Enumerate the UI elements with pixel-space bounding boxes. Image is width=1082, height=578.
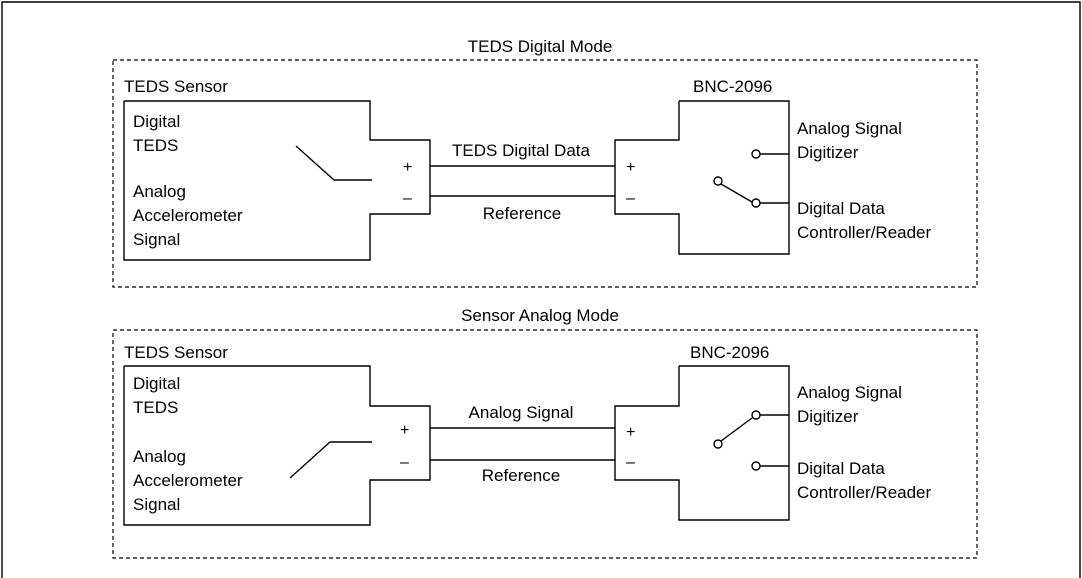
device-switch	[713, 410, 789, 471]
device-plus-sign: +	[626, 159, 635, 176]
wire-reference-label: Reference	[482, 466, 560, 485]
device-block	[614, 365, 790, 521]
wire-signal-label: TEDS Digital Data	[452, 141, 590, 160]
output-digital-label: Digital Data Controller/Reader	[797, 199, 932, 242]
device-title: BNC-2096	[690, 343, 769, 362]
panel-title: TEDS Digital Mode	[468, 37, 613, 56]
sensor-switch	[295, 145, 372, 181]
output-digital-label: Digital Data Controller/Reader	[797, 459, 932, 502]
sensor-title: TEDS Sensor	[124, 77, 228, 96]
device-minus-sign: –	[626, 190, 635, 207]
sensor-block	[123, 100, 431, 261]
sensor-analog-label: Analog Accelerometer Signal	[133, 182, 247, 249]
sensor-analog-label: Analog Accelerometer Signal	[133, 447, 247, 514]
sensor-switch	[289, 441, 372, 479]
device-plus-sign: +	[626, 424, 635, 441]
panel-dashed-border	[112, 329, 978, 559]
sensor-plus-sign: +	[400, 422, 409, 439]
panel-dashed-border	[112, 59, 978, 288]
wire-signal-label: Analog Signal	[469, 403, 574, 422]
sensor-minus-sign: –	[400, 454, 409, 471]
sensor-plus-sign: +	[403, 159, 412, 176]
panel-title: Sensor Analog Mode	[461, 306, 619, 325]
sensor-minus-sign: –	[403, 190, 412, 207]
sensor-digital-label: Digital TEDS	[133, 374, 185, 417]
output-analog-label: Analog Signal Digitizer	[797, 119, 907, 162]
panel-sensor-analog-mode: Sensor Analog Mode TEDS Sensor Digital T…	[112, 306, 978, 559]
device-block	[614, 100, 790, 255]
panel-teds-digital-mode: TEDS Digital Mode TEDS Sensor Digital TE…	[112, 37, 978, 288]
device-switch	[713, 149, 789, 208]
wire-reference-label: Reference	[483, 204, 561, 223]
sensor-title: TEDS Sensor	[124, 343, 228, 362]
device-title: BNC-2096	[693, 77, 772, 96]
sensor-digital-label: Digital TEDS	[133, 112, 185, 155]
output-analog-label: Analog Signal Digitizer	[797, 383, 907, 426]
sensor-block	[123, 365, 431, 526]
device-minus-sign: –	[626, 454, 635, 471]
